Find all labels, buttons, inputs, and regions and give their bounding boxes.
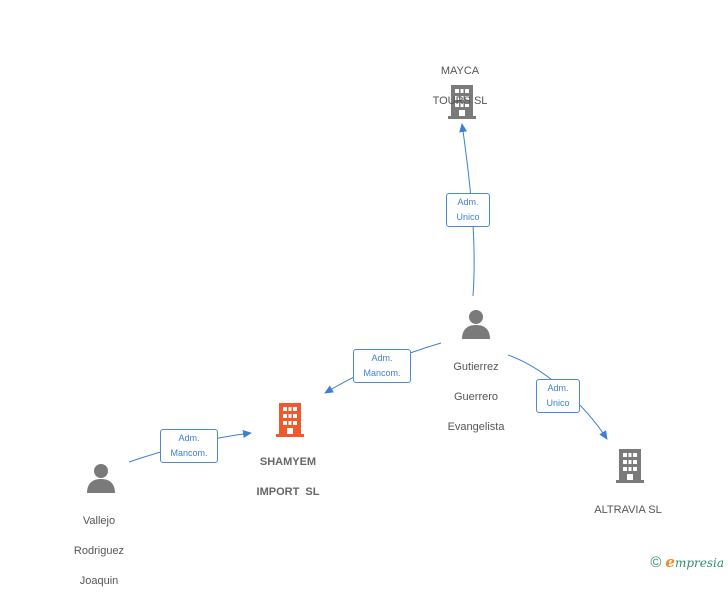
node-label-line: Evangelista	[447, 421, 505, 433]
node-label-line: TOURS SL	[432, 95, 488, 107]
brand-logo: empresia	[665, 553, 724, 571]
node-label-altravia[interactable]: ALTRAVIA SL	[578, 488, 678, 533]
node-label-line: MAYCA	[440, 65, 480, 77]
building-icon	[276, 403, 304, 437]
copyright-icon: ©	[650, 553, 662, 571]
edge-label-line: Unico	[456, 212, 480, 222]
node-label-mayca[interactable]: MAYCA TOURS SL	[410, 49, 510, 124]
person-icon	[87, 464, 115, 493]
person-icon	[462, 310, 490, 339]
node-label-vallejo[interactable]: Vallejo Rodriguez Joaquin	[49, 499, 149, 604]
node-label-line: SHAMYEM	[259, 456, 317, 468]
edge-label-line: Unico	[546, 398, 570, 408]
building-icon	[616, 449, 644, 483]
node-label-line: IMPORT SL	[256, 486, 320, 498]
edge-label-gutierrez-mayca: Adm. Unico	[446, 193, 490, 227]
edge-label-line: Mancom.	[363, 368, 401, 378]
node-label-line: Rodriguez	[73, 545, 125, 557]
edge-label-line: Adm.	[547, 383, 569, 393]
edge-label-gutierrez-shamyem: Adm. Mancom.	[353, 349, 411, 383]
node-label-gutierrez[interactable]: Gutierrez Guerrero Evangelista	[426, 345, 526, 450]
node-label-line: Guerrero	[453, 391, 499, 403]
edge-label-vallejo-shamyem: Adm. Mancom.	[160, 429, 218, 463]
footer-brand: © empresia	[650, 553, 724, 571]
building-icon	[448, 85, 476, 119]
edge-label-gutierrez-altravia: Adm. Unico	[536, 379, 580, 413]
node-label-line: Vallejo	[82, 515, 116, 527]
edge-label-line: Adm.	[178, 433, 200, 443]
edge-label-line: Adm.	[371, 353, 393, 363]
node-label-line: ALTRAVIA SL	[594, 504, 662, 516]
edge-label-line: Adm.	[457, 197, 479, 207]
node-label-line: Gutierrez	[453, 361, 499, 373]
node-label-shamyem[interactable]: SHAMYEM IMPORT SL	[238, 440, 338, 515]
node-label-line: Joaquin	[79, 575, 119, 587]
edge-label-line: Mancom.	[170, 448, 208, 458]
